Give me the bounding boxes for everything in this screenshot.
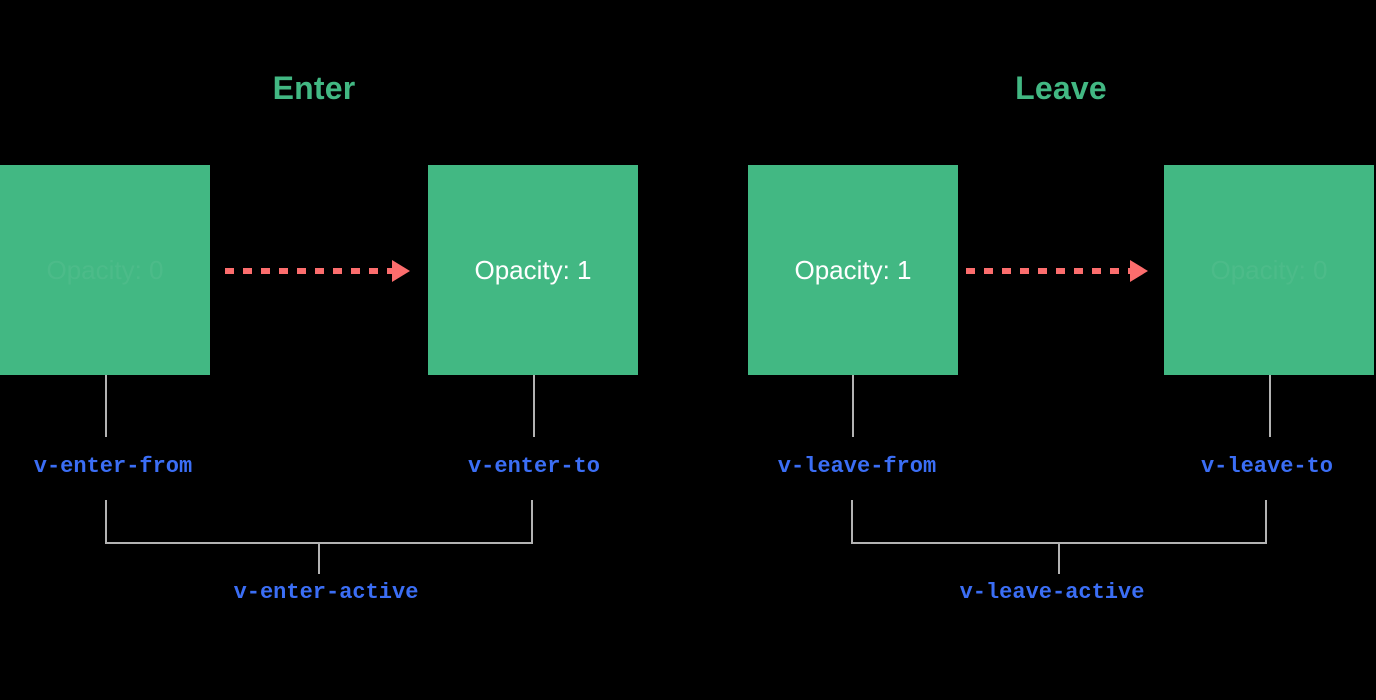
enter-transition-arrow-icon xyxy=(225,260,410,282)
opacity-value-enter-from: Opacity: 0 xyxy=(46,255,164,285)
leave-transition-arrow-icon xyxy=(966,260,1148,282)
transition-box-leave-to: Opacity: 0 xyxy=(1164,165,1374,375)
bracket-leave-active xyxy=(851,500,1267,544)
arrow-head xyxy=(392,260,410,282)
connector-stem-enter-to xyxy=(533,375,535,437)
transition-box-enter-from: Opacity: 0 xyxy=(0,165,210,375)
opacity-value-leave-from: Opacity: 1 xyxy=(794,255,912,285)
connector-stem-enter-active xyxy=(318,544,320,574)
opacity-value-enter-to: Opacity: 1 xyxy=(474,255,592,285)
class-label-v-leave-from: v-leave-from xyxy=(777,454,937,479)
section-title-enter: Enter xyxy=(272,70,356,106)
class-label-v-enter-from: v-enter-from xyxy=(33,454,193,479)
connector-stem-enter-from xyxy=(105,375,107,437)
section-title-leave: Leave xyxy=(1015,70,1107,106)
class-label-v-enter-active: v-enter-active xyxy=(233,580,419,605)
bracket-enter-active xyxy=(105,500,533,544)
arrow-dashed-line xyxy=(966,268,1131,274)
transition-box-leave-from: Opacity: 1 xyxy=(748,165,958,375)
arrow-dashed-line xyxy=(225,268,393,274)
arrow-head xyxy=(1130,260,1148,282)
class-label-v-leave-active: v-leave-active xyxy=(959,580,1145,605)
connector-stem-leave-active xyxy=(1058,544,1060,574)
transition-box-enter-to: Opacity: 1 xyxy=(428,165,638,375)
connector-stem-leave-from xyxy=(852,375,854,437)
class-label-v-leave-to: v-leave-to xyxy=(1200,454,1334,479)
class-label-v-enter-to: v-enter-to xyxy=(467,454,601,479)
connector-stem-leave-to xyxy=(1269,375,1271,437)
opacity-value-leave-to: Opacity: 0 xyxy=(1210,255,1328,285)
